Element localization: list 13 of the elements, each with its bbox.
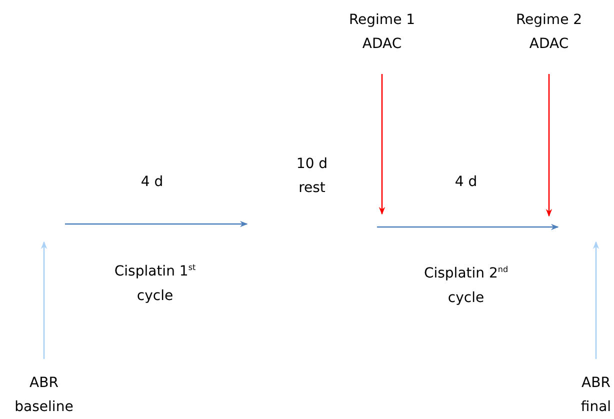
timepoint-label: ABR baseline <box>0 371 89 419</box>
treatment-label: Cisplatin 2$^{nd}$ cycle <box>422 264 510 308</box>
arrow <box>546 74 552 217</box>
timepoint-label: Regime 2 ADAC <box>504 8 594 56</box>
duration-label: 4 d <box>140 173 164 192</box>
timepoint-label: Regime 1 ADAC <box>337 8 427 56</box>
duration-label: 4 d <box>454 173 478 192</box>
arrow <box>592 241 600 359</box>
timepoint-label: ABR final <box>566 371 614 419</box>
arrow <box>40 241 48 359</box>
arrow <box>378 74 386 215</box>
treatment-label: Cisplatin 1$^{st}$ cycle <box>113 262 197 306</box>
duration-label: 10 d rest <box>295 155 329 198</box>
